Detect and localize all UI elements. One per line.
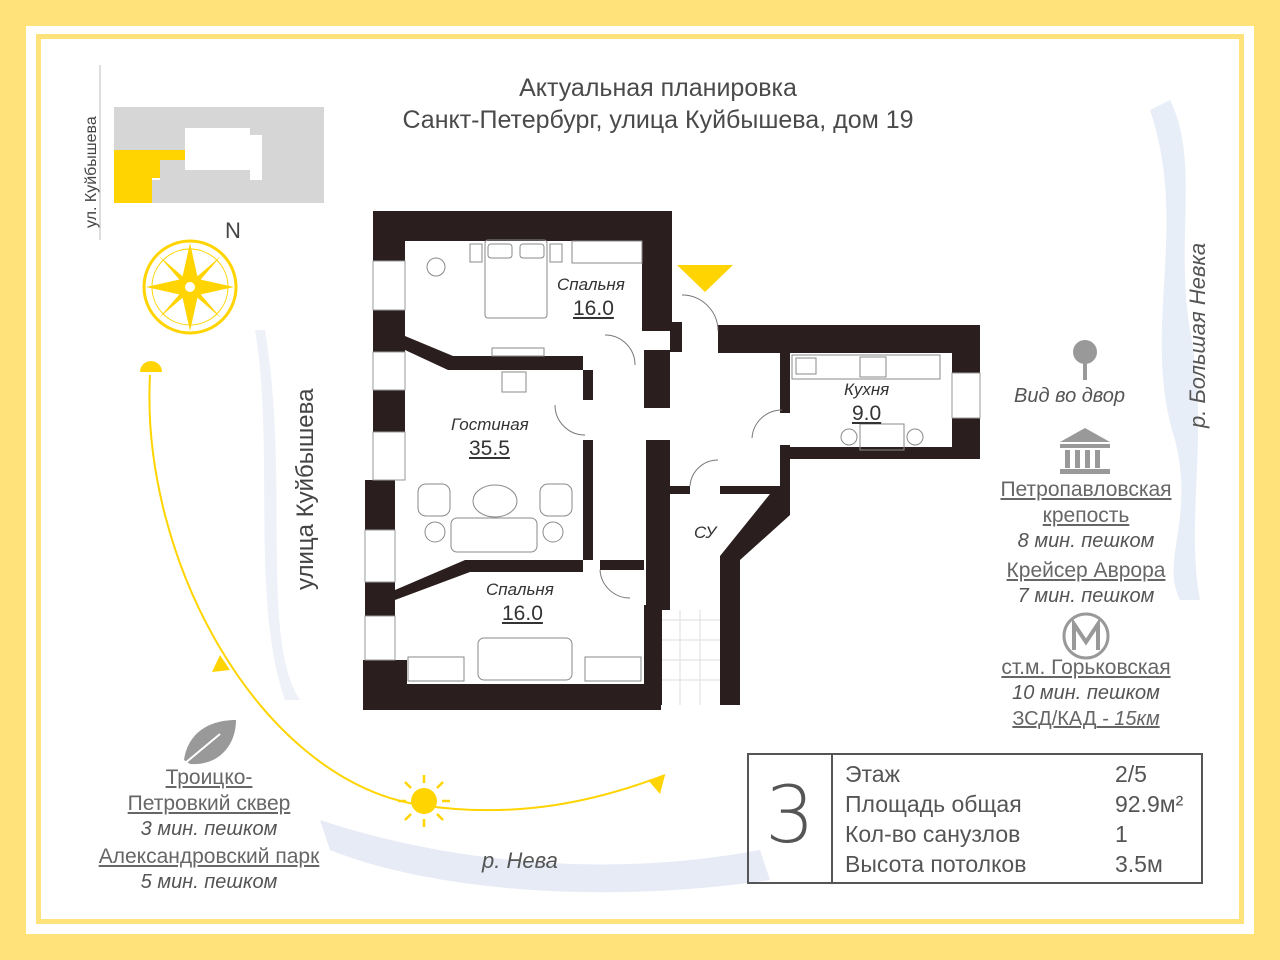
windows: [364, 260, 981, 661]
poi-peter-paul-line1[interactable]: Петропавловская: [1000, 478, 1172, 501]
poi-aurora-time: 7 мин. пешком: [1017, 585, 1155, 607]
info-value-area: 92.9м²: [1115, 791, 1184, 817]
room-name-bathroom: СУ: [694, 523, 717, 542]
info-value-ceiling: 3.5м: [1115, 851, 1163, 877]
location-mini-map: [99, 65, 324, 240]
river-label-bottom: р. Нева: [482, 848, 558, 873]
room-name-kitchen: Кухня: [844, 380, 890, 399]
view-label: Вид во двор: [1014, 385, 1126, 407]
map-pin-icon: [1073, 340, 1097, 380]
walls: [363, 211, 980, 710]
street-label-small: ул. Куйбышева: [83, 116, 100, 228]
info-label-ceiling: Высота потолков: [845, 851, 1027, 877]
poi-metro[interactable]: ст.м. Горьковская: [1001, 656, 1171, 679]
poi-kad[interactable]: ЗСД/КАД - 15км: [983, 708, 1189, 731]
river-nevka-shape: [1150, 100, 1200, 600]
poi-aurora[interactable]: Крейсер Аврора: [1006, 559, 1166, 582]
leaf-icon: [183, 720, 236, 765]
bed-icon: [484, 239, 548, 319]
info-label-floor: Этаж: [845, 761, 900, 787]
poi-kad-distance: - 15км: [1096, 708, 1160, 730]
wardrobe-icon: [571, 240, 643, 264]
room-area-living: 35.5: [469, 437, 510, 460]
room-name-bedroom-1: Спальня: [557, 275, 625, 294]
entrance-marker-icon: [677, 265, 733, 292]
river-neva-shape: [320, 820, 770, 893]
dining-table-icon: [859, 423, 905, 451]
compass-icon: [142, 239, 238, 335]
info-label-area: Площадь общая: [845, 791, 1022, 817]
poi-peter-paul-time: 8 мин. пешком: [1017, 530, 1155, 552]
apartment-info-box: 3 Этаж 2/5 Площадь общая 92.9м² Кол-во с…: [747, 753, 1203, 884]
frame-inner: [36, 34, 1244, 924]
sun-icon: [398, 775, 450, 827]
info-value-floor: 2/5: [1115, 761, 1147, 787]
furniture: [407, 239, 941, 682]
sofa-icon: [477, 637, 573, 681]
room-name-living: Гостиная: [451, 415, 529, 434]
sun-path-arc: [148, 374, 666, 812]
arrow-up-icon: [212, 655, 230, 672]
armchair-icon: [539, 483, 573, 517]
doors: [554, 294, 783, 599]
page-subtitle: Санкт-Петербург, улица Куйбышева, дом 19: [402, 106, 914, 134]
poi-peter-paul-line2[interactable]: крепость: [1042, 504, 1130, 527]
museum-icon: [1060, 428, 1110, 474]
armchair-icon: [417, 483, 451, 517]
north-label: N: [225, 218, 241, 243]
kitchen-counter-icon: [791, 354, 941, 380]
river-label-right: р. Большая Невка: [1185, 243, 1210, 429]
poi-troitsky-line1[interactable]: Троицко-: [165, 766, 253, 789]
info-divider: [831, 755, 833, 882]
poi-alexander-park-time: 5 мин. пешком: [140, 871, 278, 893]
sofa-icon: [450, 517, 538, 553]
poi-kad-name: ЗСД/КАД: [1012, 708, 1097, 730]
room-area-bedroom-2: 16.0: [502, 602, 543, 625]
room-name-bedroom-2: Спальня: [486, 580, 554, 599]
poi-troitsky-line2[interactable]: Петровкий сквер: [127, 792, 291, 815]
page-title: Актуальная планировка: [519, 74, 797, 102]
chair-icon: [426, 257, 446, 277]
street-label-main: улица Куйбышева: [292, 388, 319, 590]
moon-icon: [140, 361, 162, 372]
poi-alexander-park[interactable]: Александровский парк: [98, 845, 320, 868]
info-label-bathrooms: Кол-во санузлов: [845, 821, 1021, 847]
water-streak-left: [255, 330, 300, 700]
room-area-kitchen: 9.0: [852, 402, 882, 425]
metro-icon: [1062, 612, 1110, 660]
bathroom-tiles: [662, 610, 720, 705]
arrow-right-icon: [648, 775, 665, 794]
poi-troitsky-time: 3 мин. пешком: [140, 818, 278, 840]
room-area-bedroom-1: 16.0: [573, 297, 614, 320]
info-value-bathrooms: 1: [1115, 821, 1128, 847]
coffee-table-icon: [472, 484, 518, 518]
rooms-count: 3: [765, 771, 815, 861]
poi-metro-time: 10 мин. пешком: [1012, 682, 1160, 704]
